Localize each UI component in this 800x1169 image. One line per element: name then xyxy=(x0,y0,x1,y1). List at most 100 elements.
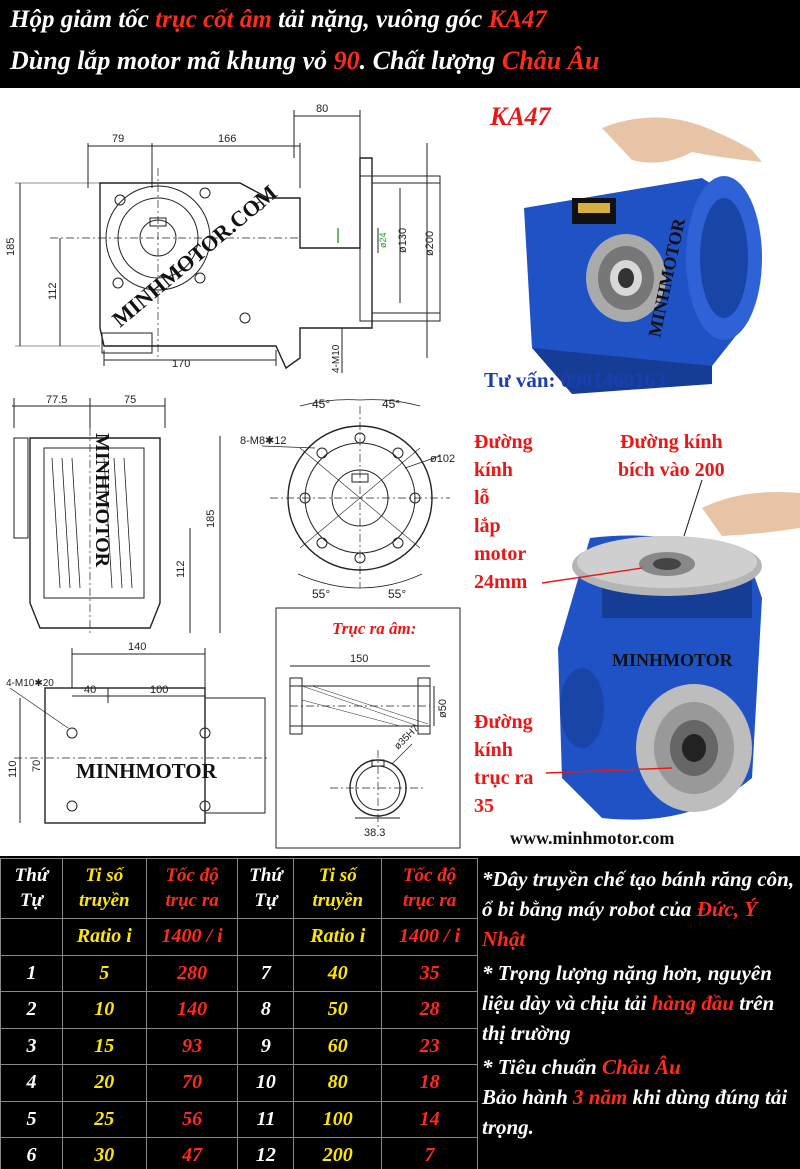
dimension-text: 150 xyxy=(350,653,368,665)
table-cell: 56 xyxy=(145,1100,239,1138)
table-cell: 6 xyxy=(0,1137,63,1169)
table-cell: 12 xyxy=(237,1137,295,1169)
label-line: bích vào 200 xyxy=(618,459,725,481)
dimension-text: 79 xyxy=(112,133,124,145)
table-cell: 5 xyxy=(0,1100,63,1138)
table-cell: 47 xyxy=(145,1137,239,1169)
header-text: Dùng lắp motor mã khung vỏ xyxy=(10,46,334,75)
watermark-horizontal: MINHMOTOR xyxy=(76,759,218,783)
table-cell: 1400 / i xyxy=(381,918,478,956)
dimension-text: ø102 xyxy=(430,453,455,465)
dimension-text: ø35H7 xyxy=(392,723,421,752)
table-cell: 40 xyxy=(293,954,383,992)
table-cell: 30 xyxy=(61,1137,147,1169)
label-line: Đường xyxy=(474,711,533,733)
dimension-text: 166 xyxy=(218,133,236,145)
bottom-view xyxy=(9,648,270,824)
table-cell: 1 xyxy=(0,954,63,992)
label-line: lỗ xyxy=(474,487,490,509)
note-2: * Trọng lượng nặng hơn, nguyên liệu dày … xyxy=(482,961,775,1045)
gearbox-illustration: MINHMOTOR MINHMOTOR xyxy=(524,117,800,820)
header-text: Hộp giảm tốc xyxy=(10,6,156,33)
table-subheader-row: Ratio i 1400 / i Ratio i 1400 / i xyxy=(0,918,478,956)
table-cell: 50 xyxy=(293,991,383,1029)
front-view xyxy=(15,110,441,373)
pointer-flange xyxy=(683,479,703,537)
pointer-out-shaft xyxy=(545,767,673,774)
table-cell: 11 xyxy=(237,1100,295,1138)
front-view-dimensions: 80 79 166 185 112 170 ø24 ø130 ø200 4-M1… xyxy=(5,103,436,373)
table-cell: 15 xyxy=(61,1027,147,1065)
label-line: kính xyxy=(474,459,513,481)
table-cell: 10 xyxy=(61,991,147,1029)
dimension-text: 45° xyxy=(312,397,330,411)
table-cell: Ratio i xyxy=(61,918,147,956)
shaft-detail-frame xyxy=(275,607,461,849)
table-cell: 28 xyxy=(381,991,478,1029)
table-cell: 70 xyxy=(145,1064,239,1102)
header-line-1: Hộp giảm tốc trục cốt âm tải nặng, vuông… xyxy=(10,6,547,34)
dimension-text: 38.3 xyxy=(364,827,385,839)
label-line: trục ra xyxy=(474,767,534,789)
label-line: 24mm xyxy=(474,571,528,593)
table-cell: 14 xyxy=(381,1100,478,1138)
label-line: motor xyxy=(474,543,527,565)
dimension-text: 75 xyxy=(124,394,136,406)
header-highlight: Châu Âu xyxy=(501,46,600,75)
feature-notes: *Dây truyền chế tạo bánh răng côn, ổ bi … xyxy=(482,864,798,1164)
header-line-2: Dùng lắp motor mã khung vỏ 90. Chất lượn… xyxy=(10,46,599,76)
table-cell: 35 xyxy=(381,954,478,992)
table-cell: 1400 / i xyxy=(145,918,239,956)
side-view xyxy=(12,398,221,633)
table-cell: 280 xyxy=(145,954,239,992)
dimension-text: 100 xyxy=(150,684,168,696)
website-link[interactable]: www.minhmotor.com xyxy=(510,828,675,848)
header-banner: Hộp giảm tốc trục cốt âm tải nặng, vuông… xyxy=(0,0,800,88)
header-highlight: trục cốt âm xyxy=(155,6,272,33)
dimension-text: 4-M10 xyxy=(331,344,342,373)
dimension-text: 112 xyxy=(47,282,59,300)
header-text: . Chất lượng xyxy=(359,46,502,75)
shaft-title: Trục ra âm: xyxy=(332,619,416,638)
dimension-text: 80 xyxy=(316,103,328,115)
table-cell: 100 xyxy=(293,1100,383,1138)
watermark-diagonal: MINHMOTOR.COM xyxy=(107,180,282,332)
table-cell: 2 xyxy=(0,991,63,1029)
table-cell: 140 xyxy=(145,991,239,1029)
table-cell: Ratio i xyxy=(293,918,383,956)
motor-hole-label: Đường kính lỗ lắp motor 24mm xyxy=(474,428,533,596)
label-line: Đường kính xyxy=(620,431,723,453)
table-cell: 8 xyxy=(237,991,295,1029)
shaft-dimensions: 150 ø50 ø35H7 38.3 xyxy=(350,653,449,839)
table-cell: 7 xyxy=(381,1137,478,1169)
gearbox-photo-bottom xyxy=(558,492,800,820)
technical-drawing-panel: 80 79 166 185 112 170 ø24 ø130 ø200 4-M1… xyxy=(0,88,462,856)
out-shaft-label: Đường kính trục ra 35 xyxy=(474,708,533,820)
table-cell: 23 xyxy=(381,1027,478,1065)
brand-watermark-front: MINHMOTOR xyxy=(612,650,734,670)
gearbox-photo-top xyxy=(524,176,762,394)
pointer-motor-hole xyxy=(541,567,643,584)
table-cell: 200 xyxy=(293,1137,383,1169)
flange-label: Đường kính bích vào 200 xyxy=(618,428,725,484)
header-text: tải nặng, vuông góc xyxy=(271,6,489,33)
dimension-text: ø200 xyxy=(424,231,436,256)
table-cell: 18 xyxy=(381,1064,478,1102)
table-cell: 25 xyxy=(61,1100,147,1138)
label-line: Đường xyxy=(474,431,533,453)
label-line: lắp xyxy=(474,515,501,537)
flange-view-dimensions: 45° 45° 55° 55° 8-M8✱12 ø102 xyxy=(240,397,455,601)
dimension-text: ø50 xyxy=(437,699,449,718)
hand-photo xyxy=(602,117,762,163)
